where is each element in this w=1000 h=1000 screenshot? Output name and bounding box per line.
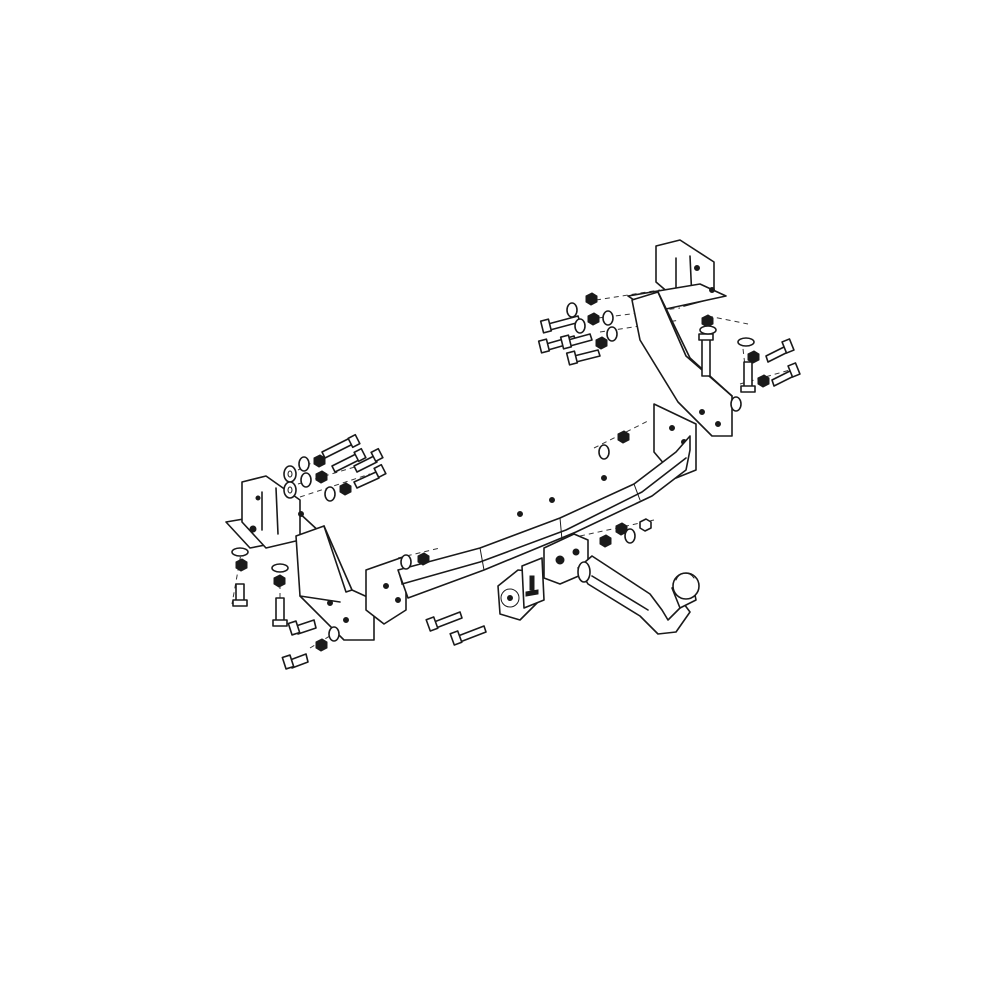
nut [339, 482, 352, 496]
nut [757, 374, 770, 388]
bolt [272, 597, 288, 627]
right-mounting-bracket [627, 239, 733, 437]
nut [313, 454, 326, 468]
bolt [771, 362, 801, 387]
nut [587, 312, 600, 326]
bolt [539, 315, 581, 334]
washer [566, 302, 578, 318]
bolt [765, 338, 795, 363]
washer [606, 326, 618, 342]
nut [417, 552, 430, 566]
bolt [321, 433, 361, 459]
nut [639, 518, 652, 532]
crossbar [365, 403, 697, 625]
washer [730, 396, 742, 412]
nut-set [235, 292, 770, 652]
nut [747, 350, 760, 364]
bolt-set [232, 315, 801, 670]
nut [599, 534, 612, 548]
bolt [425, 611, 463, 632]
washer [231, 547, 249, 557]
washer [400, 554, 412, 570]
nut [585, 292, 598, 306]
washer-set [231, 302, 755, 642]
washer [271, 563, 289, 573]
bolt [232, 583, 248, 607]
washer [602, 310, 614, 326]
bolt [559, 333, 593, 350]
bolt [331, 447, 367, 473]
bolt [281, 653, 309, 670]
bolt [353, 463, 387, 489]
washer [598, 444, 610, 460]
bolt [565, 349, 601, 366]
tow-ball-neck [577, 555, 700, 635]
nut [315, 638, 328, 652]
bolt [740, 361, 756, 393]
washer [699, 325, 717, 335]
left-mounting-bracket [225, 475, 375, 641]
washer [324, 486, 336, 502]
washer [283, 481, 297, 499]
bolt [287, 619, 317, 636]
nut [235, 558, 248, 572]
nut [617, 430, 630, 444]
washer [328, 626, 340, 642]
washer [298, 456, 310, 472]
bolt [449, 625, 487, 646]
washer [624, 528, 636, 544]
washer [300, 472, 312, 488]
nut [595, 336, 608, 350]
washer [283, 465, 297, 483]
nut [701, 314, 714, 328]
washer [737, 337, 755, 347]
washer [574, 318, 586, 334]
nut [273, 574, 286, 588]
socket-plate [497, 533, 589, 621]
nut [315, 470, 328, 484]
bolt [698, 333, 714, 377]
bolt [353, 447, 384, 473]
